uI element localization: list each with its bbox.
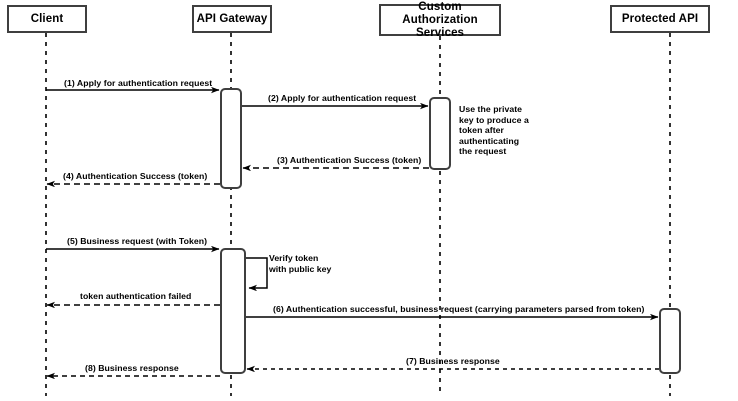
note-line-5: the request xyxy=(459,146,507,156)
participant-api-gateway[interactable]: API Gateway xyxy=(192,5,272,33)
participant-label-protected-api: Protected API xyxy=(621,12,699,25)
message-arrows xyxy=(46,86,659,380)
activation-api-gateway-1[interactable] xyxy=(220,88,242,189)
self-message-label-line1: Verify token xyxy=(269,253,319,263)
self-message-label-line2: with public key xyxy=(269,264,332,274)
self-message-label-verify-token: Verify token with public key xyxy=(269,253,331,275)
message-label-6: (6) Authentication successful, business … xyxy=(273,304,645,314)
self-message-verify-token xyxy=(246,257,268,292)
participant-custom-authorization-services[interactable]: Custom Authorization Services xyxy=(379,1,501,39)
participant-label-client: Client xyxy=(30,12,64,25)
participant-label-custom-authorization-services: Custom Authorization Services xyxy=(402,0,478,39)
message-label-3: (3) Authentication Success (token) xyxy=(277,155,422,165)
note-line-4: authenticating xyxy=(459,135,520,146)
message-label-1: (1) Apply for authentication request xyxy=(64,78,213,88)
message-label-4: (4) Authentication Success (token) xyxy=(63,171,208,181)
message-label-7: (7) Business response xyxy=(406,356,500,366)
message-label-8: (8) Business response xyxy=(85,363,179,373)
activation-custom-authorization-services-1[interactable] xyxy=(429,97,451,170)
note-line-2: key to produce a xyxy=(459,114,529,125)
activation-api-gateway-2[interactable] xyxy=(220,248,246,374)
note-line-1: Use the private xyxy=(459,104,523,114)
activation-protected-api-1[interactable] xyxy=(659,308,681,374)
message-label-5: (5) Business request (with Token) xyxy=(67,236,208,246)
note-line-3: token after xyxy=(459,125,504,135)
participant-client[interactable]: Client xyxy=(7,5,87,33)
participant-protected-api[interactable]: Protected API xyxy=(610,5,710,33)
message-label-2: (2) Apply for authentication request xyxy=(268,93,417,103)
message-label-token-failed: token authentication failed xyxy=(80,291,192,301)
participant-label-api-gateway: API Gateway xyxy=(196,12,268,25)
note-private-key: Use the private key to produce a token a… xyxy=(459,104,529,157)
lifelines xyxy=(45,33,671,396)
